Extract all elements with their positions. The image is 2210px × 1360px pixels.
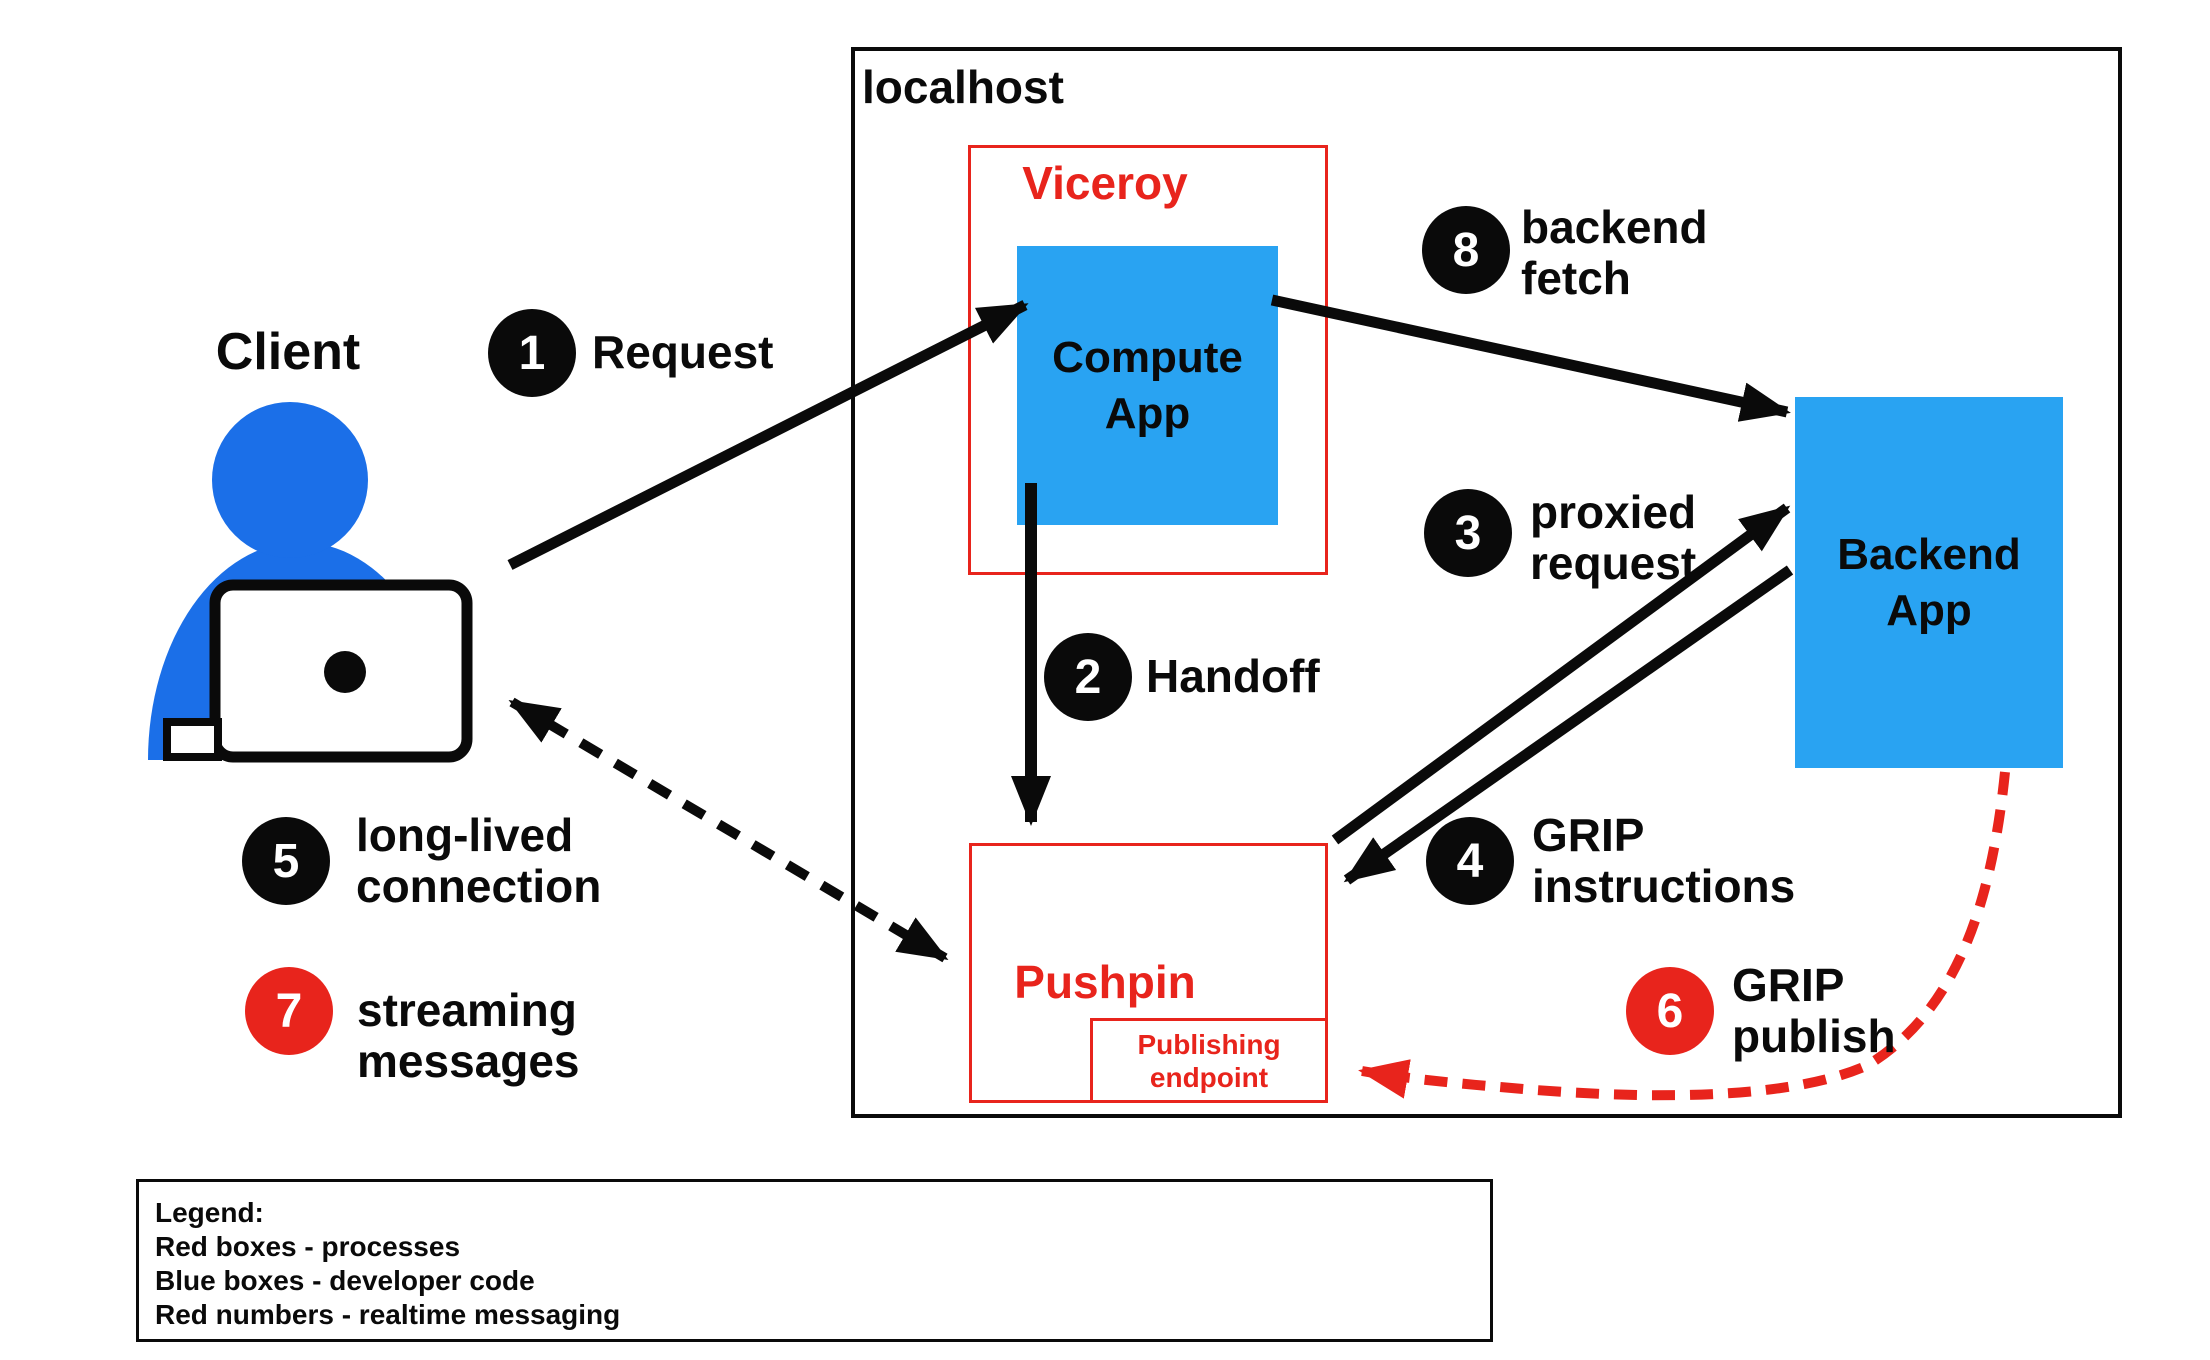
compute-app-label: Compute App [1052,332,1243,438]
step-label-3: proxied request [1530,486,1697,589]
step-number-4: 4 [1456,834,1484,888]
step-badge-7: 7 [245,967,333,1055]
localhost-box [851,47,2122,1118]
compute-app-box: Compute App [1017,246,1278,525]
legend-line-red-boxes: Red boxes - processes [155,1231,461,1262]
client-label: Client [215,323,361,381]
step-badge-2: 2 [1044,633,1132,721]
step-label-1: Request [592,326,774,378]
step-label-2: Handoff [1146,650,1320,702]
backend-app-box: Backend App [1795,397,2063,768]
viceroy-label: Viceroy [1022,157,1188,209]
laptop-logo-dot [324,651,366,693]
step-badge-8: 8 [1422,206,1510,294]
legend-box: Legend: Red boxes - processes Blue boxes… [136,1179,1493,1342]
step-number-2: 2 [1074,650,1102,704]
step-number-7: 7 [275,984,303,1038]
step-number-6: 6 [1656,984,1684,1038]
step-badge-5: 5 [242,817,330,905]
step-badge-3: 3 [1424,489,1512,577]
step-label-4: GRIP instructions [1532,809,1796,912]
step-badge-4: 4 [1426,817,1514,905]
step-label-7: streaming messages [357,984,580,1087]
step-label-5: long-lived connection [356,809,602,912]
step-number-1: 1 [518,326,546,380]
step-number-8: 8 [1452,223,1480,277]
step-label-6: GRIP publish [1732,959,1896,1062]
backend-app-label: Backend App [1837,529,2021,635]
step-badge-6: 6 [1626,967,1714,1055]
laptop-hand [163,718,222,761]
step-badge-1: 1 [488,309,576,397]
step-label-8: backend fetch [1521,201,1708,304]
pushpin-label: Pushpin [1014,956,1196,1008]
legend-line-blue-boxes: Blue boxes - developer code [155,1265,535,1296]
legend-line-title: Legend: [155,1197,264,1228]
publishing-endpoint-box: Publishing endpoint [1090,1018,1328,1103]
person-head [212,402,368,558]
client-person-icon [148,402,473,763]
person-body [148,542,452,760]
localhost-label: localhost [862,61,1064,113]
step-number-5: 5 [272,834,300,888]
legend-line-red-numbers: Red numbers - realtime messaging [155,1299,621,1330]
laptop-icon [209,579,473,763]
publishing-endpoint-label: Publishing endpoint [1137,1028,1281,1093]
step-number-3: 3 [1454,506,1482,560]
